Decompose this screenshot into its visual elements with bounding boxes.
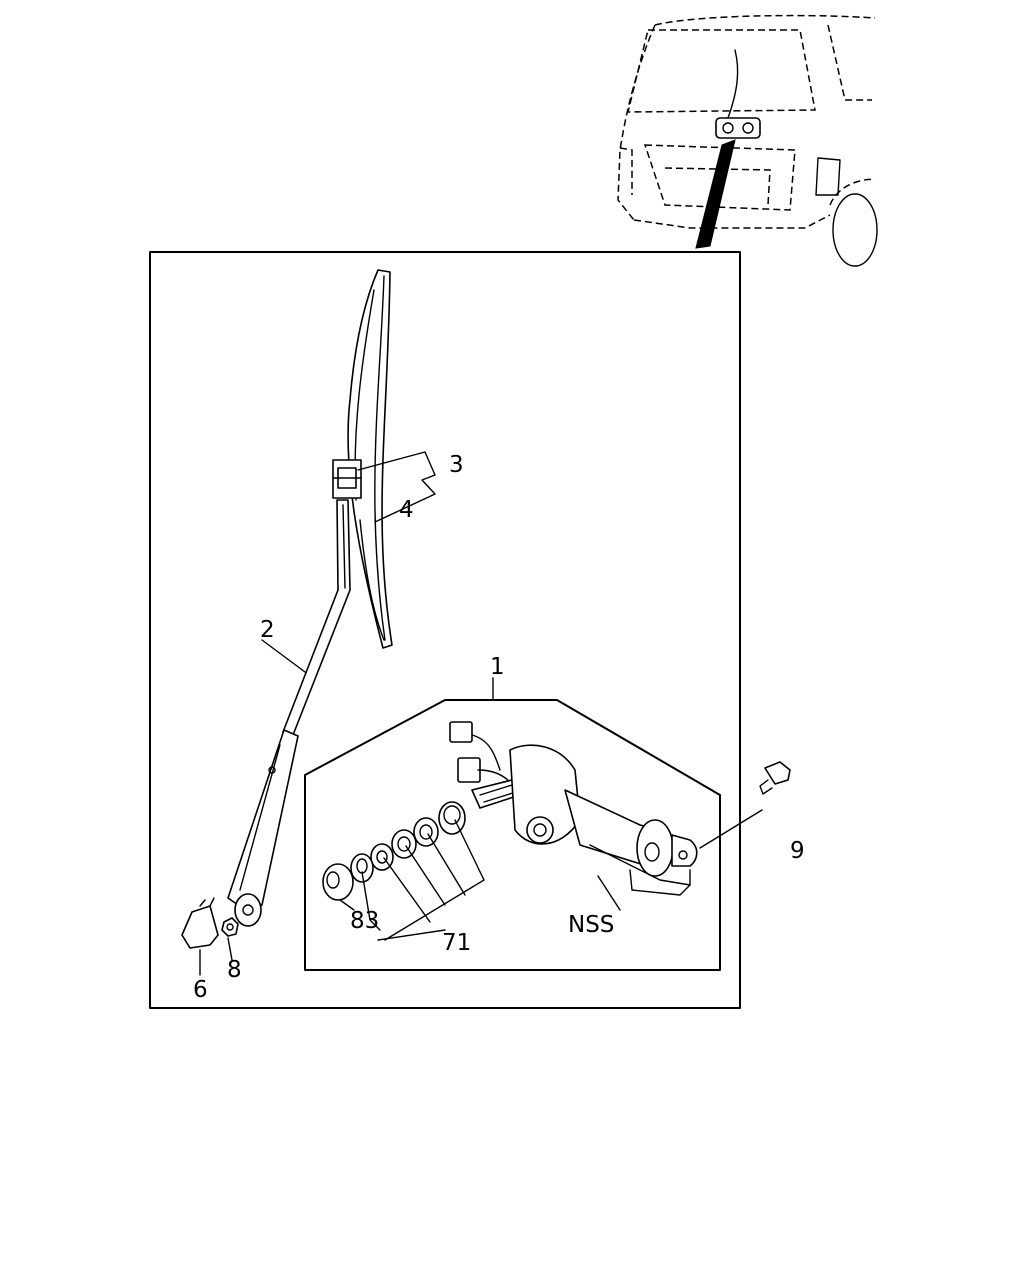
- wiper-arm: [227, 499, 351, 927]
- callout-nss: NSS: [568, 912, 614, 938]
- rubber-bushing: [322, 863, 354, 901]
- callout-9: 9: [790, 838, 805, 864]
- main-frame: [149, 251, 741, 1009]
- mounting-bolt: [759, 761, 791, 795]
- callout-8: 8: [227, 957, 242, 983]
- callout-2: 2: [260, 617, 275, 643]
- pivot-cap: [181, 897, 219, 949]
- motor-subassembly-frame: [304, 699, 721, 971]
- callout-4: 4: [399, 497, 414, 523]
- pivot-nut: [221, 917, 239, 937]
- callout-6: 6: [193, 977, 208, 1003]
- vehicle-rear-view: [617, 14, 878, 267]
- callout-83: 83: [350, 908, 379, 934]
- callout-3: 3: [449, 452, 464, 478]
- wiper-blade: [332, 269, 393, 649]
- leader-lines: [199, 451, 763, 976]
- wiper-motor: [449, 721, 698, 896]
- callout-1: 1: [490, 654, 505, 680]
- washer-set: [370, 801, 466, 871]
- grommet: [350, 853, 374, 883]
- callout-71: 71: [442, 930, 471, 956]
